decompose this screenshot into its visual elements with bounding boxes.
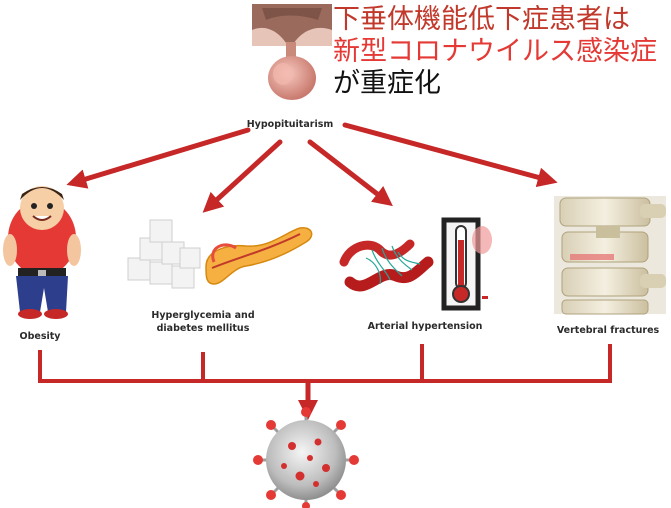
converging-connector	[38, 344, 612, 420]
title-line-1: 下垂体機能低下症患者は	[333, 4, 630, 35]
arrows-out	[66, 122, 558, 213]
label-vertebral-fractures: Vertebral fractures	[556, 325, 660, 336]
title-line-2: 新型コロナウイルス感染症	[333, 36, 657, 67]
title-line-3: が重症化	[333, 68, 441, 99]
pituitary-gland-icon	[252, 4, 332, 100]
artery-thermometer-icon	[339, 217, 492, 311]
pancreas-sugar-icon	[127, 219, 313, 289]
label-hyperglycemia-line1: Hyperglycemia and	[151, 310, 255, 321]
label-obesity: Obesity	[19, 331, 61, 342]
coronavirus-icon	[253, 407, 359, 508]
obese-man-icon	[3, 186, 81, 319]
label-hyperglycemia-line2: diabetes mellitus	[156, 323, 250, 334]
spine-icon	[554, 196, 666, 315]
label-hypopituitarism: Hypopituitarism	[246, 119, 334, 130]
label-hypertension: Arterial hypertension	[367, 321, 483, 332]
